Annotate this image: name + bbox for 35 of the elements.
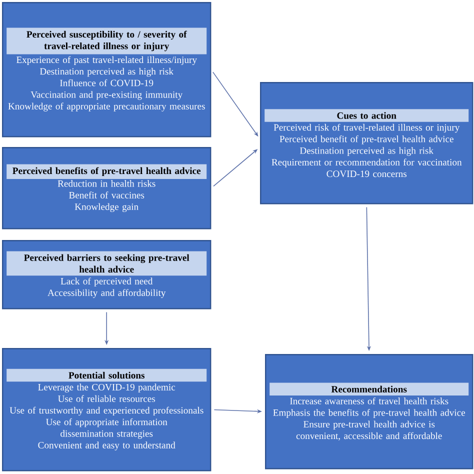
- list-item: COVID-19 concerns: [326, 170, 406, 178]
- list-item: Knowledge of appropriate precautionary measures: [8, 102, 205, 112]
- list-item: Accessibility and affordability: [48, 289, 166, 298]
- list-item: Leverage the COVID-19 pandemic: [38, 384, 176, 392]
- list-item: Vaccination and pre-existing immunity: [30, 91, 183, 100]
- list-item: Use of reliable resources: [58, 395, 156, 402]
- list-item: Increase awareness of travel health risks: [290, 397, 448, 404]
- list-item: Perceived benefit of pre-travel health advice: [280, 135, 454, 144]
- heading-band: Potential solutions: [6, 368, 207, 382]
- list-item: Ensure pre-travel health advice is convenient, accessible and affordable: [296, 420, 442, 440]
- list-item: Convenient and easy to understand: [38, 442, 176, 450]
- list-item: Use of trustworthy and experienced professionals: [10, 406, 204, 416]
- process-box: [2, 147, 212, 230]
- heading-band: Perceived susceptibility to / severity of travel-related illness or injury: [6, 28, 207, 54]
- heading-band: Perceived barriers to seeking pre-travel health advice: [6, 251, 207, 276]
- list-item: Emphasis the benefits of pre-travel health advice: [273, 409, 465, 418]
- list-item: Knowledge gain: [74, 203, 138, 212]
- list-item: Destination perceived as high risk: [300, 147, 434, 156]
- process-box: [265, 354, 474, 470]
- heading-band: Cues to action: [264, 109, 469, 122]
- heading-band: Recommendations: [270, 382, 469, 396]
- list-item: Experience of past travel-related illness/injury: [16, 56, 197, 66]
- process-box: [260, 82, 474, 204]
- list-item: Reduction in health risks: [58, 180, 156, 187]
- list-item: Benefit of vaccines: [69, 192, 144, 198]
- process-box: [2, 348, 212, 472]
- list-item: Influence of COVID-19: [60, 79, 154, 86]
- heading-band: Perceived benefits of pre-travel health advice: [6, 164, 207, 180]
- list-item: Destination perceived as high risk: [40, 68, 174, 77]
- list-item: Lack of perceived need: [60, 278, 153, 286]
- list-item: Perceived risk of travel-related illness or injury: [274, 124, 460, 133]
- process-box: [2, 240, 212, 310]
- list-item: Use of appropriate information dissemination strategies: [46, 418, 168, 439]
- list-item: Requirement or recommendation for vaccination: [272, 158, 462, 168]
- process-box: [2, 2, 212, 138]
